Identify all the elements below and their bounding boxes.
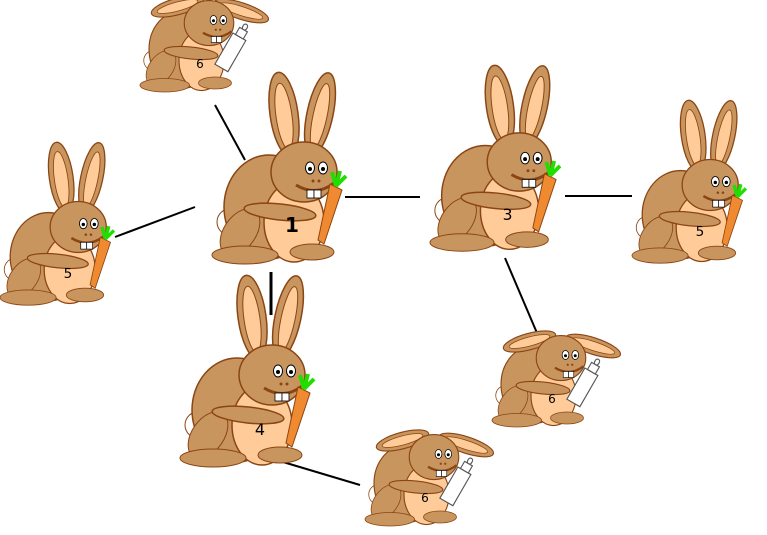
back-foot	[697, 245, 737, 261]
carrot-icon	[532, 160, 562, 233]
rabbit-number-label: 5	[64, 266, 73, 282]
rabbit-node-r1: 1	[211, 71, 348, 265]
left-ear	[47, 141, 75, 214]
rabbit-node-r-bottom: 6	[364, 429, 495, 527]
carrot-icon	[89, 225, 116, 289]
edge-r1-top	[214, 104, 246, 161]
teeth	[306, 189, 315, 199]
head	[408, 433, 460, 481]
carrot-icon	[285, 373, 316, 448]
left-ear	[679, 99, 707, 172]
edge-r1-left	[114, 206, 196, 238]
foot	[491, 413, 542, 428]
foot	[429, 233, 495, 252]
carrot-icon	[721, 183, 748, 247]
teeth	[562, 371, 569, 378]
bottle-icon	[566, 358, 601, 408]
head	[183, 0, 235, 47]
foot	[364, 512, 415, 527]
bottle-icon	[439, 457, 474, 507]
arm	[460, 191, 532, 211]
left-ear	[502, 330, 557, 353]
arm	[515, 380, 571, 396]
eyes	[434, 449, 452, 459]
arm	[163, 45, 219, 61]
rabbit-node-r-right: 5	[631, 99, 748, 264]
left-ear	[150, 0, 205, 18]
head	[681, 158, 739, 212]
head	[535, 334, 587, 382]
rabbit-node-r-top: 6	[139, 0, 270, 93]
edges	[114, 104, 632, 486]
arm	[388, 479, 444, 495]
head	[270, 141, 338, 203]
edge-r3-lowright	[504, 257, 538, 334]
rabbit-number-label: 6	[548, 392, 556, 406]
right-ear	[565, 333, 622, 359]
rabbit-number-label: 1	[285, 213, 299, 237]
left-ear	[236, 274, 268, 360]
edge-r4-bottom	[282, 461, 361, 486]
teeth	[210, 36, 217, 43]
head	[49, 200, 107, 254]
rabbit-number-label: 5	[696, 224, 705, 240]
foot	[0, 289, 57, 306]
rabbit-node-r4: 4	[179, 274, 316, 468]
eyes	[305, 161, 328, 175]
back-foot	[550, 411, 584, 425]
back-foot	[198, 76, 232, 90]
rabbit-node-r-left: 5	[0, 141, 116, 306]
back-foot	[289, 243, 335, 261]
back-foot	[65, 287, 105, 303]
back-foot	[423, 510, 457, 524]
rabbit-number-label: 6	[196, 57, 204, 71]
bottle-icon	[214, 23, 249, 73]
rabbits: 1 6	[0, 0, 748, 527]
right-ear	[213, 0, 270, 24]
foot	[211, 245, 279, 265]
left-ear	[484, 64, 516, 147]
teeth	[712, 199, 720, 208]
eyes	[520, 151, 543, 165]
foot	[139, 78, 190, 93]
arm	[211, 405, 285, 425]
teeth	[435, 470, 442, 477]
teeth	[521, 179, 530, 188]
arm	[26, 252, 89, 270]
rabbit-number-label: 4	[255, 420, 265, 439]
teeth	[80, 241, 88, 250]
arm	[243, 202, 317, 222]
eyes	[273, 364, 296, 378]
head	[238, 344, 306, 406]
back-foot	[257, 446, 303, 464]
arm	[658, 210, 721, 228]
rabbit-number-label: 3	[503, 206, 513, 224]
back-foot	[505, 231, 549, 248]
eyes	[711, 176, 731, 188]
left-ear	[375, 429, 430, 452]
rabbit-node-r3: 3	[429, 64, 562, 252]
foot	[631, 247, 689, 264]
head	[486, 132, 552, 192]
rabbit-node-r-lowright: 6	[491, 330, 622, 428]
foot	[179, 448, 247, 468]
eyes	[79, 218, 99, 230]
carrot-icon	[317, 170, 348, 245]
teeth	[274, 392, 283, 402]
eyes	[561, 350, 579, 360]
rabbit-number-label: 6	[421, 491, 429, 505]
eyes	[209, 15, 227, 25]
